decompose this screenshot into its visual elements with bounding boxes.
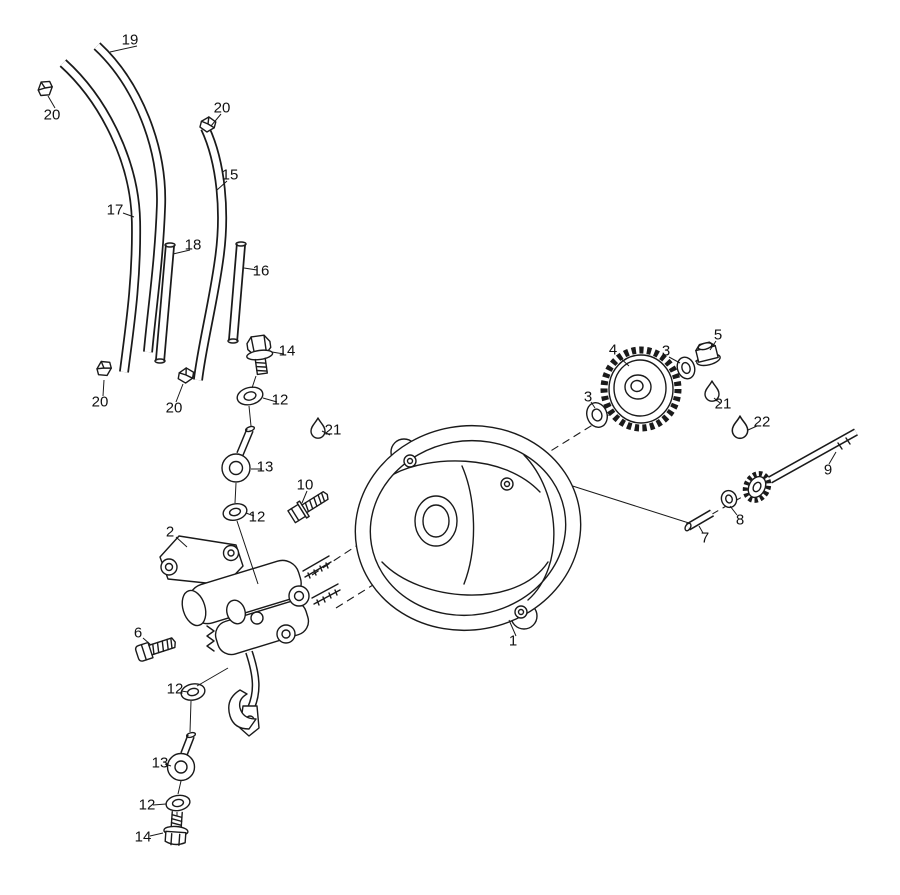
part-9-pump-shaft	[742, 428, 858, 503]
part-10-flange-bolt	[287, 491, 329, 524]
part-3-washer	[586, 402, 608, 428]
part-15-oil-hose	[193, 125, 228, 381]
part-4-drive-gear	[600, 346, 682, 432]
pump-cable-hook	[228, 689, 257, 730]
part-13-banjo-fitting	[166, 731, 197, 782]
part-12-sealing-washer	[165, 794, 191, 812]
pump-stud	[302, 555, 332, 579]
part-18-oil-tube	[154, 242, 176, 364]
part-1-pump-cover	[354, 424, 582, 632]
pump-stud	[311, 583, 341, 606]
part-7-pin	[684, 509, 715, 532]
part-20-hose-clamp	[177, 367, 195, 384]
part-5-flange-nut	[695, 341, 721, 367]
part-12-sealing-washer	[222, 503, 248, 521]
part-21-oil-drop	[704, 380, 720, 402]
stack-connector-lines	[176, 375, 259, 816]
part-16-oil-tube	[227, 241, 247, 344]
part-12-sealing-washer	[180, 683, 206, 701]
part-22-oil-drop	[731, 415, 749, 440]
pump-spring	[206, 625, 215, 652]
part-20-hose-clamp	[37, 80, 53, 97]
pin-locator-line	[559, 481, 693, 525]
callout-leader-lines-left	[47, 45, 331, 837]
part-14-banjo-bolt	[163, 810, 189, 846]
part-3-washer	[676, 356, 696, 380]
part-8-washer	[720, 489, 738, 509]
part-17-oil-hose	[59, 59, 142, 373]
callout-leader-lines-right	[508, 340, 837, 637]
part-12-sealing-washer	[236, 386, 264, 406]
part-19-oil-hose	[93, 42, 167, 353]
part-14-banjo-bolt	[246, 334, 274, 376]
part-20-hose-clamp	[96, 360, 112, 377]
part-2-oil-pump-body	[159, 535, 341, 737]
part-6-pan-head-screw	[134, 637, 176, 662]
part-13-banjo-fitting	[221, 425, 256, 483]
part-21-oil-drop	[310, 417, 326, 439]
